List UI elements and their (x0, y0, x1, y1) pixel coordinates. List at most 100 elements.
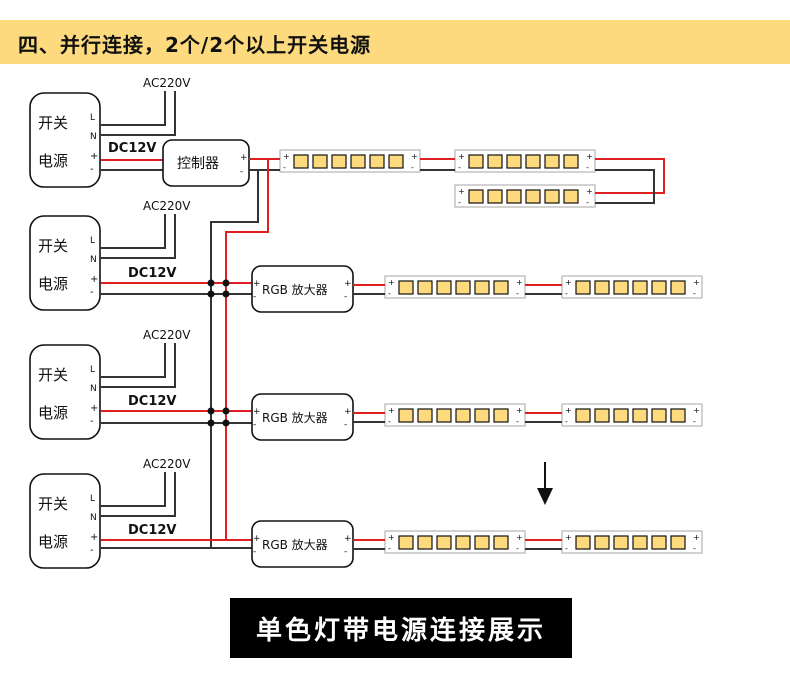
led-chip (293, 154, 309, 169)
led-chip (670, 535, 686, 550)
strip-minus-label: - (388, 544, 391, 553)
led-chip (613, 535, 629, 550)
strip-minus-label: - (565, 417, 568, 426)
ac-wire-l (101, 91, 166, 126)
strip-plus-label: + (411, 152, 418, 161)
strip-plus-label: + (388, 533, 395, 542)
led-chip (575, 408, 591, 423)
power-supply-l-label: L (90, 236, 95, 246)
strip-minus-label: - (586, 198, 589, 207)
power-supply-name-top: 开关 (38, 495, 68, 513)
led-chip (493, 280, 509, 295)
dc12v-label: DC12V (128, 266, 176, 281)
junction-dot (222, 279, 230, 287)
led-chip (544, 154, 560, 169)
amplifier-box (251, 393, 354, 441)
amplifier-in-minus-label: - (253, 547, 256, 557)
strip-plus-label: + (516, 278, 523, 287)
led-chip (487, 154, 503, 169)
strip-minus-label: - (283, 163, 286, 172)
led-chip (436, 408, 452, 423)
strip-plus-label: + (458, 187, 465, 196)
ac-wire-l (101, 214, 166, 249)
loop-wire-positive (595, 158, 665, 194)
strip-minus-label: - (458, 163, 461, 172)
amplifier-out-plus-label: + (344, 279, 352, 289)
strip-minus-label: - (565, 544, 568, 553)
led-chip (455, 408, 471, 423)
led-chip (436, 535, 452, 550)
down-arrow-icon (537, 488, 553, 505)
strip-plus-label: + (586, 152, 593, 161)
led-chip (468, 189, 484, 204)
ac-wire-n (101, 214, 176, 259)
led-chip (474, 408, 490, 423)
led-chip (575, 535, 591, 550)
strip-minus-label: - (516, 417, 519, 426)
power-supply-box (29, 92, 101, 188)
power-supply-plus-label: + (90, 151, 98, 162)
led-chip (398, 535, 414, 550)
amplifier-in-plus-label: + (253, 407, 261, 417)
power-supply-plus-label: + (90, 274, 98, 285)
strip-minus-label: - (693, 544, 696, 553)
junction-dot (207, 407, 215, 415)
strip-plus-label: + (565, 278, 572, 287)
strip-plus-label: + (516, 533, 523, 542)
led-chip (613, 408, 629, 423)
controller-box (162, 139, 250, 187)
controller-label: 控制器 (177, 156, 219, 172)
power-supply-box (29, 344, 101, 440)
power-supply-plus-label: + (90, 532, 98, 543)
led-chip (613, 280, 629, 295)
amplifier-label: RGB 放大器 (262, 282, 328, 297)
strip-plus-label: + (693, 278, 700, 287)
caption-label: 单色灯带电源连接展示 (255, 615, 546, 646)
ac-wire-n (101, 472, 176, 517)
power-supply-minus-label: - (90, 416, 94, 427)
amplifier-out-minus-label: - (344, 420, 347, 430)
dc12v-label: DC12V (128, 523, 176, 538)
power-supply-name-top: 开关 (38, 114, 68, 132)
led-chip (575, 280, 591, 295)
led-chip (455, 280, 471, 295)
strip-plus-label: + (565, 406, 572, 415)
led-chip (350, 154, 366, 169)
led-chip (632, 535, 648, 550)
page-title: 四、并行连接，2个/2个以上开关电源 (18, 33, 372, 57)
led-chip (525, 189, 541, 204)
power-supply-name-bottom: 电源 (38, 404, 68, 422)
strip-minus-label: - (586, 163, 589, 172)
led-chip (563, 154, 579, 169)
ac-wire-l (101, 343, 166, 378)
strip-plus-label: + (458, 152, 465, 161)
strip-plus-label: + (283, 152, 290, 161)
strip-plus-label: + (516, 406, 523, 415)
dc12v-label: DC12V (108, 141, 156, 156)
amplifier-out-plus-label: + (344, 534, 352, 544)
led-chip (455, 535, 471, 550)
led-chip (594, 535, 610, 550)
led-chip (670, 408, 686, 423)
led-chip (417, 408, 433, 423)
led-chip (487, 189, 503, 204)
power-supply-box (29, 215, 101, 311)
strip-plus-label: + (565, 533, 572, 542)
ac220v-label: AC220V (143, 457, 191, 471)
power-supply-name-bottom: 电源 (38, 152, 68, 170)
led-chip (651, 280, 667, 295)
power-supply-l-label: L (90, 494, 95, 504)
led-chip (331, 154, 347, 169)
strip-plus-label: + (388, 406, 395, 415)
led-chip (388, 154, 404, 169)
strip-minus-label: - (388, 417, 391, 426)
controller-minus-label: - (240, 167, 243, 177)
power-supply-minus-label: - (90, 287, 94, 298)
led-chip (417, 280, 433, 295)
controller-plus-label: + (240, 153, 248, 163)
junction-dot (222, 419, 230, 427)
led-chip (398, 408, 414, 423)
led-chip (312, 154, 328, 169)
